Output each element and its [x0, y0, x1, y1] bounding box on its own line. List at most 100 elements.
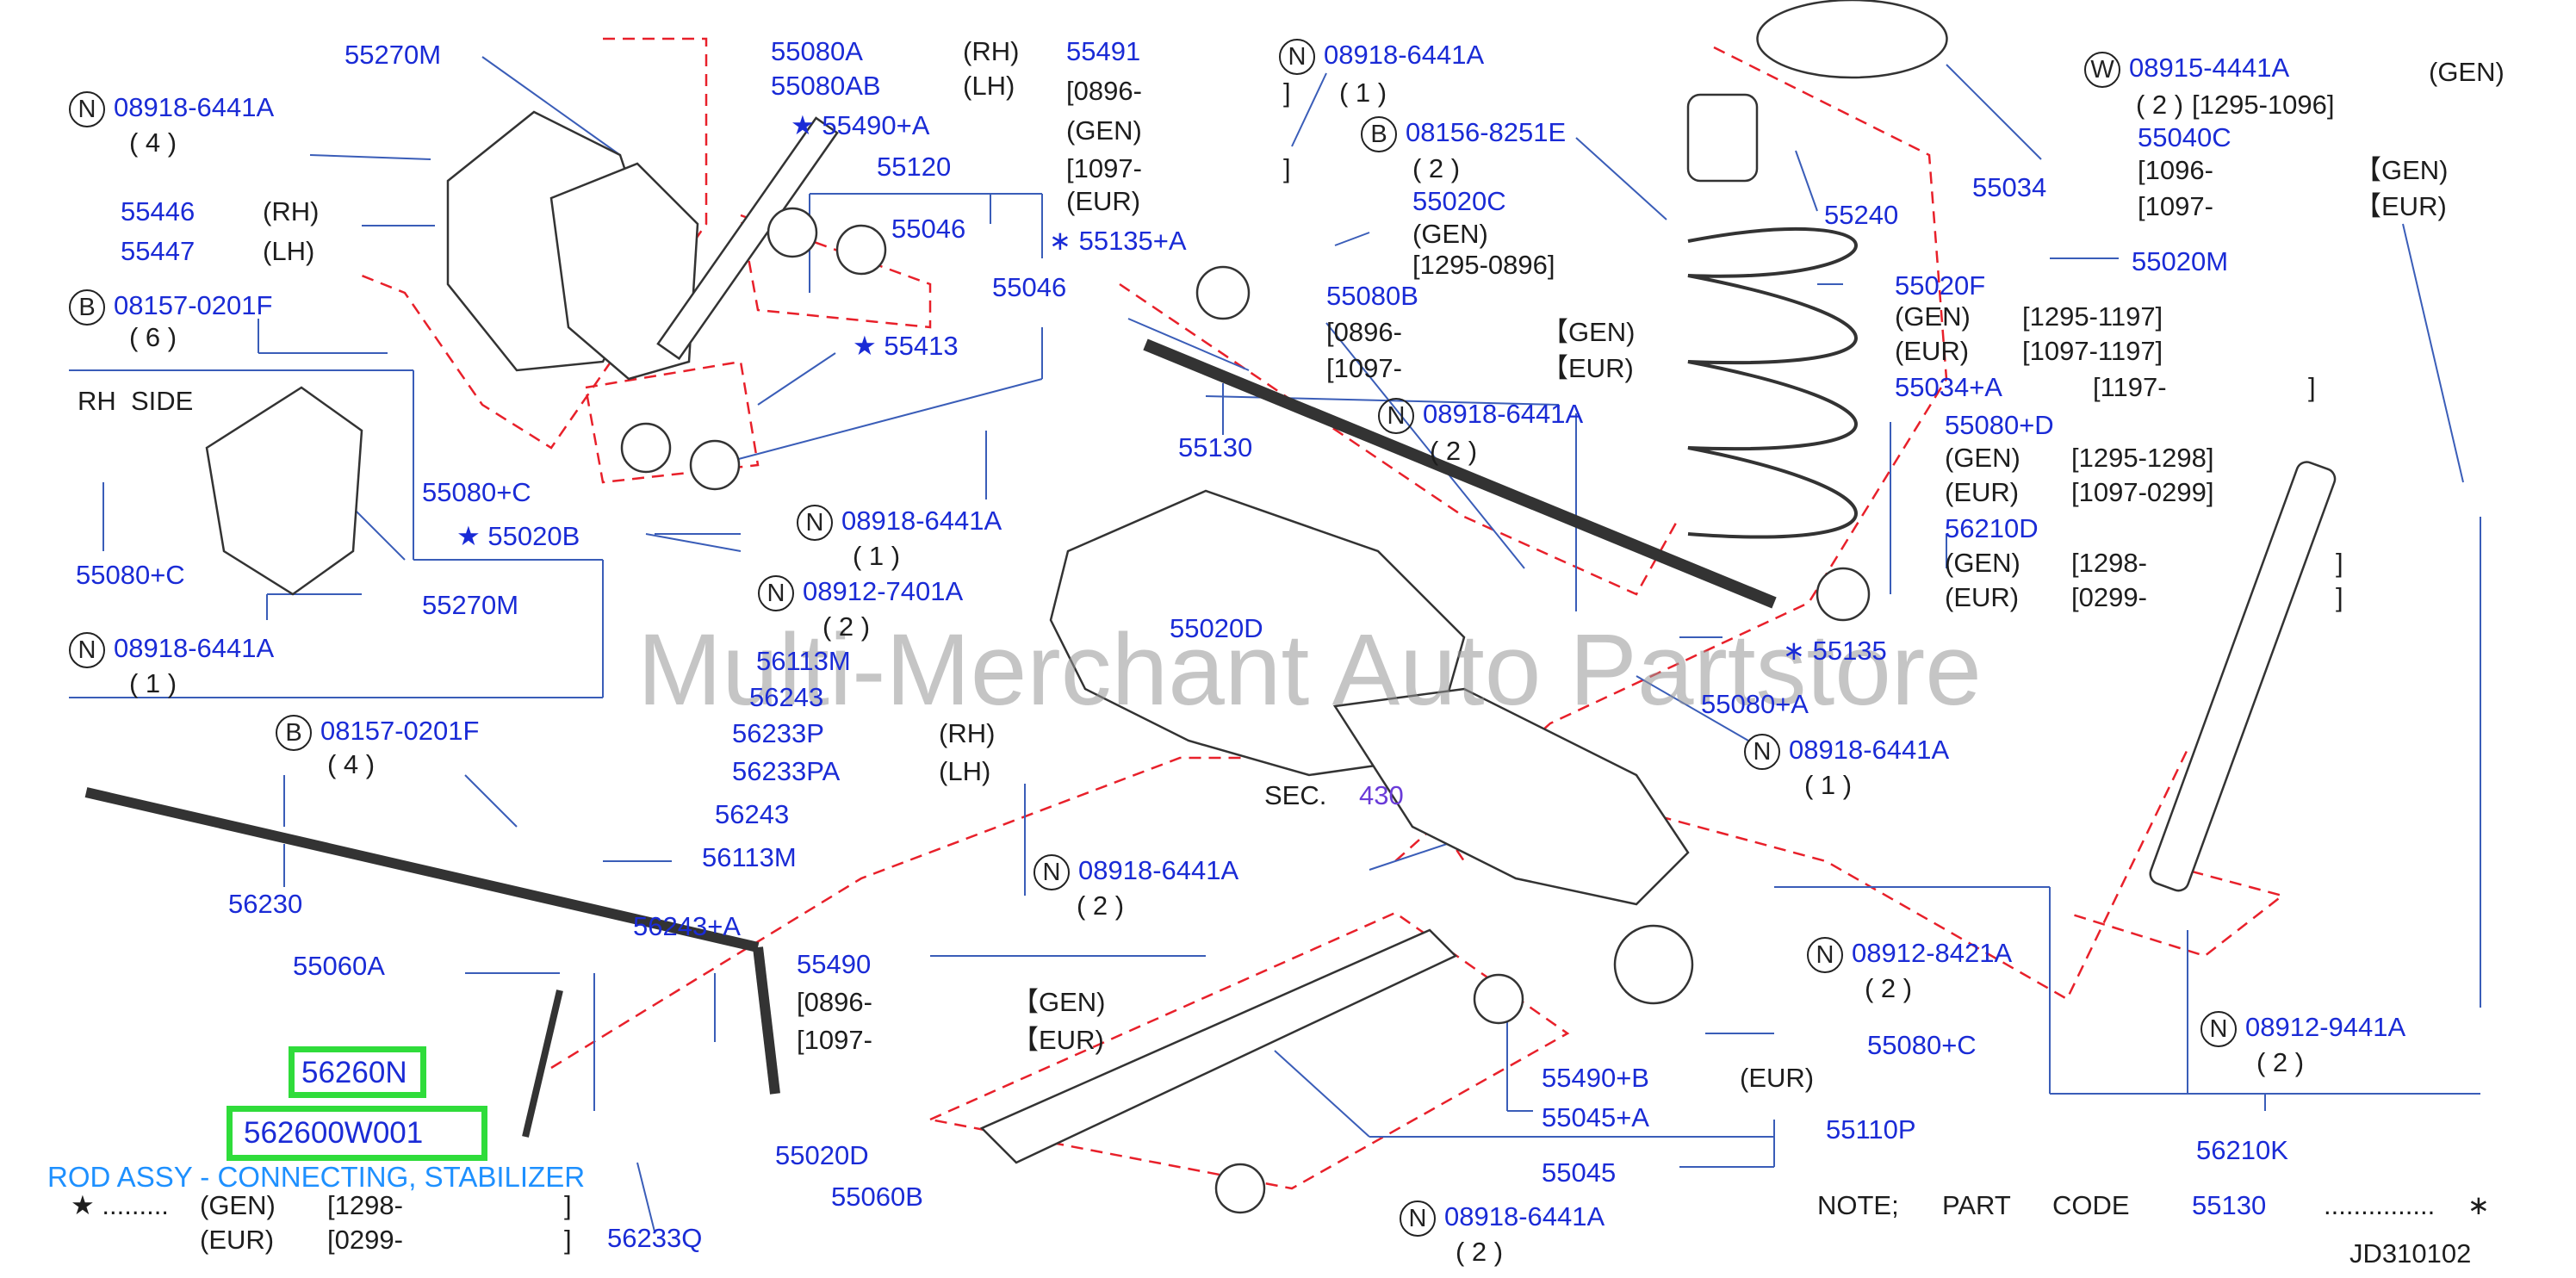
nut-marker: N — [1400, 1200, 1436, 1237]
part-label: 55120 — [877, 152, 952, 182]
legend-gen: (GEN) — [200, 1190, 276, 1220]
nut-marker: N — [2200, 1011, 2237, 1047]
range-label: [1097-0299] — [2071, 477, 2214, 507]
part-label: 55080B — [1326, 281, 1418, 311]
legend-star-line: ★ ......... — [71, 1190, 169, 1220]
dashed-outline-upper-bracket — [361, 37, 708, 450]
qty-label: ( 2 ) — [2256, 1047, 2305, 1077]
range-label: 【EUR) — [2355, 191, 2447, 221]
part-label: 55130 — [1178, 432, 1253, 462]
range-label: [1096- — [2138, 155, 2213, 185]
range-label: [1295-1298] — [2071, 443, 2214, 473]
part-label: 55446 — [121, 196, 196, 226]
part-label: 55020C — [1412, 186, 1506, 216]
leader-line — [309, 154, 431, 160]
leader-line — [1325, 322, 1525, 569]
note-part-word: PART — [1942, 1190, 2011, 1220]
qty-label: ( 4 ) — [129, 127, 177, 158]
bracket-label: ] — [2336, 582, 2343, 612]
stabilizer-bar-shape — [84, 787, 760, 952]
highlight-part-56260N[interactable]: 56260N — [301, 1056, 407, 1089]
range-label: (GEN) — [1066, 115, 1142, 146]
rh-side-bracket-shape — [205, 386, 363, 596]
qty-label: ( 2 ) — [1430, 436, 1478, 466]
part-label: 56210K — [2196, 1135, 2288, 1165]
leader-line — [481, 56, 621, 156]
axle-housing-shape — [1332, 687, 1690, 906]
part-label: 55080+D — [1945, 410, 2054, 440]
lateral-rod-shape — [1143, 338, 1777, 609]
part-label: 55060B — [831, 1182, 923, 1212]
leader-line — [1334, 232, 1370, 246]
highlight-part-562600W001[interactable]: 562600W001 — [244, 1116, 424, 1150]
nut-marker: N — [797, 505, 833, 541]
range-label: 【GEN) — [1542, 317, 1636, 347]
diagram-id: JD310102 — [2349, 1238, 2472, 1269]
part-label: 55490+B — [1542, 1063, 1649, 1093]
part-label: 55080+C — [1867, 1030, 1977, 1060]
bolt-marker: B — [276, 715, 312, 751]
part-label: 55270M — [422, 590, 519, 620]
note-star: ∗ — [2467, 1190, 2490, 1220]
range-label: (EUR) — [1895, 336, 1970, 366]
range-label: 【EUR) — [1542, 353, 1634, 383]
part-label: 55080AB — [771, 71, 881, 101]
bushing-shape — [620, 422, 672, 474]
nut-marker: N — [1378, 398, 1414, 434]
part-label: 55080A — [771, 36, 863, 66]
dashed-outline-lower-arm — [929, 911, 1570, 1190]
leader-line — [464, 774, 518, 828]
range-label: (EUR) — [1945, 477, 2020, 507]
upper-bracket-shape — [549, 162, 699, 381]
coil-spring-shape — [1687, 226, 1858, 539]
range-label: [0896- — [1066, 76, 1142, 106]
part-label: 55491 — [1066, 36, 1141, 66]
leader-line — [1127, 318, 1250, 371]
qty-label: ( 2 ) — [1077, 890, 1125, 921]
part-label: 56233P — [732, 718, 824, 748]
note-code: 55130 — [2192, 1190, 2267, 1220]
range-label: (GEN) — [1945, 443, 2020, 473]
legend-bracket: ] — [564, 1190, 572, 1220]
range-label: [1295-0896] — [1412, 250, 1555, 280]
part-label: 55040C — [2138, 122, 2231, 152]
part-label: 55045+A — [1542, 1102, 1649, 1132]
bump-stopper-shape — [1686, 93, 1759, 183]
part-label: 55060A — [293, 951, 385, 981]
note-code-word: CODE — [2052, 1190, 2130, 1220]
side-label: (LH) — [263, 236, 315, 266]
side-label: (RH) — [263, 196, 320, 226]
range-label: [1097- — [1326, 353, 1402, 383]
range-label: [1097- — [2138, 191, 2213, 221]
bushing-shape — [1613, 924, 1694, 1005]
bracket-label: ] — [1283, 153, 1291, 183]
side-label: (RH) — [963, 36, 1020, 66]
nut-marker: N — [1807, 937, 1843, 973]
nut-marker: N — [1034, 854, 1070, 890]
range-label: (EUR) — [1740, 1063, 1815, 1093]
range-label: (GEN) — [1412, 219, 1488, 249]
leader-line — [1575, 137, 1667, 220]
note-prefix: NOTE; — [1817, 1190, 1899, 1220]
part-label: 56243 — [749, 682, 824, 712]
range-label: 【GEN) — [2355, 155, 2449, 185]
part-label: 55490 — [797, 949, 872, 979]
side-label: (LH) — [939, 756, 991, 786]
nut-marker: N — [69, 632, 105, 668]
part-label: 56233Q — [607, 1223, 703, 1253]
range-label: (GEN) — [2429, 57, 2505, 87]
sec-number[interactable]: 430 — [1359, 780, 1404, 810]
qty-label: ( 1 ) — [1804, 770, 1853, 800]
leader-line — [1946, 64, 2042, 160]
part-label: 56243 — [715, 799, 790, 829]
side-label: (RH) — [939, 718, 996, 748]
part-label: 56230 — [228, 889, 303, 919]
